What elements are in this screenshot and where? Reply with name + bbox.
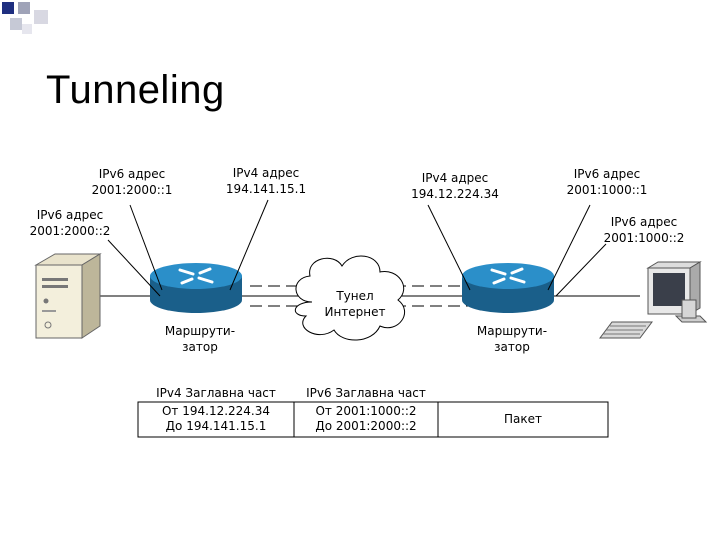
ipv4-to: До 194.141.15.1 — [165, 419, 267, 433]
label-tunnel: Тунел Интернет — [324, 289, 386, 319]
ipv6-header-cell: От 2001:1000::2 До 2001:2000::2 — [294, 404, 438, 434]
label-right-ipv6-lower: IPv6 адрес 2001:1000::2 — [603, 215, 685, 245]
ipv6-header-caption: IPv6 Заглавна част — [306, 386, 426, 400]
cloud-icon — [295, 255, 405, 341]
label-right-ipv6-upper: IPv6 адрес 2001:1000::1 — [566, 167, 648, 197]
payload-cell: Пакет — [504, 412, 542, 426]
label-left-ipv6-upper: IPv6 адрес 2001:2000::1 — [91, 167, 173, 197]
label-right-ipv4: IPv4 адрес 194.12.224.34 — [411, 171, 499, 201]
router-icon — [150, 263, 242, 313]
ipv6-to: До 2001:2000::2 — [315, 419, 417, 433]
workstation-icon — [599, 261, 708, 339]
label-leaders — [107, 199, 607, 297]
server-icon — [34, 253, 102, 339]
packet-frame — [137, 401, 609, 438]
label-router-left: Маршрути- затор — [164, 324, 236, 354]
slide-decoration — [0, 0, 60, 40]
ipv4-from: От 194.12.224.34 — [161, 404, 271, 418]
router-icon — [462, 263, 554, 313]
ipv4-header-cell: От 194.12.224.34 До 194.141.15.1 — [138, 404, 294, 434]
label-left-ipv4: IPv4 адрес 194.141.15.1 — [225, 166, 307, 196]
label-left-ipv6-lower: IPv6 адрес 2001:2000::2 — [29, 208, 111, 238]
ipv6-from: От 2001:1000::2 — [315, 404, 417, 418]
ipv4-header-caption: IPv4 Заглавна част — [156, 386, 276, 400]
label-router-right: Маршрути- затор — [476, 324, 548, 354]
slide-title: Tunneling — [46, 68, 225, 112]
